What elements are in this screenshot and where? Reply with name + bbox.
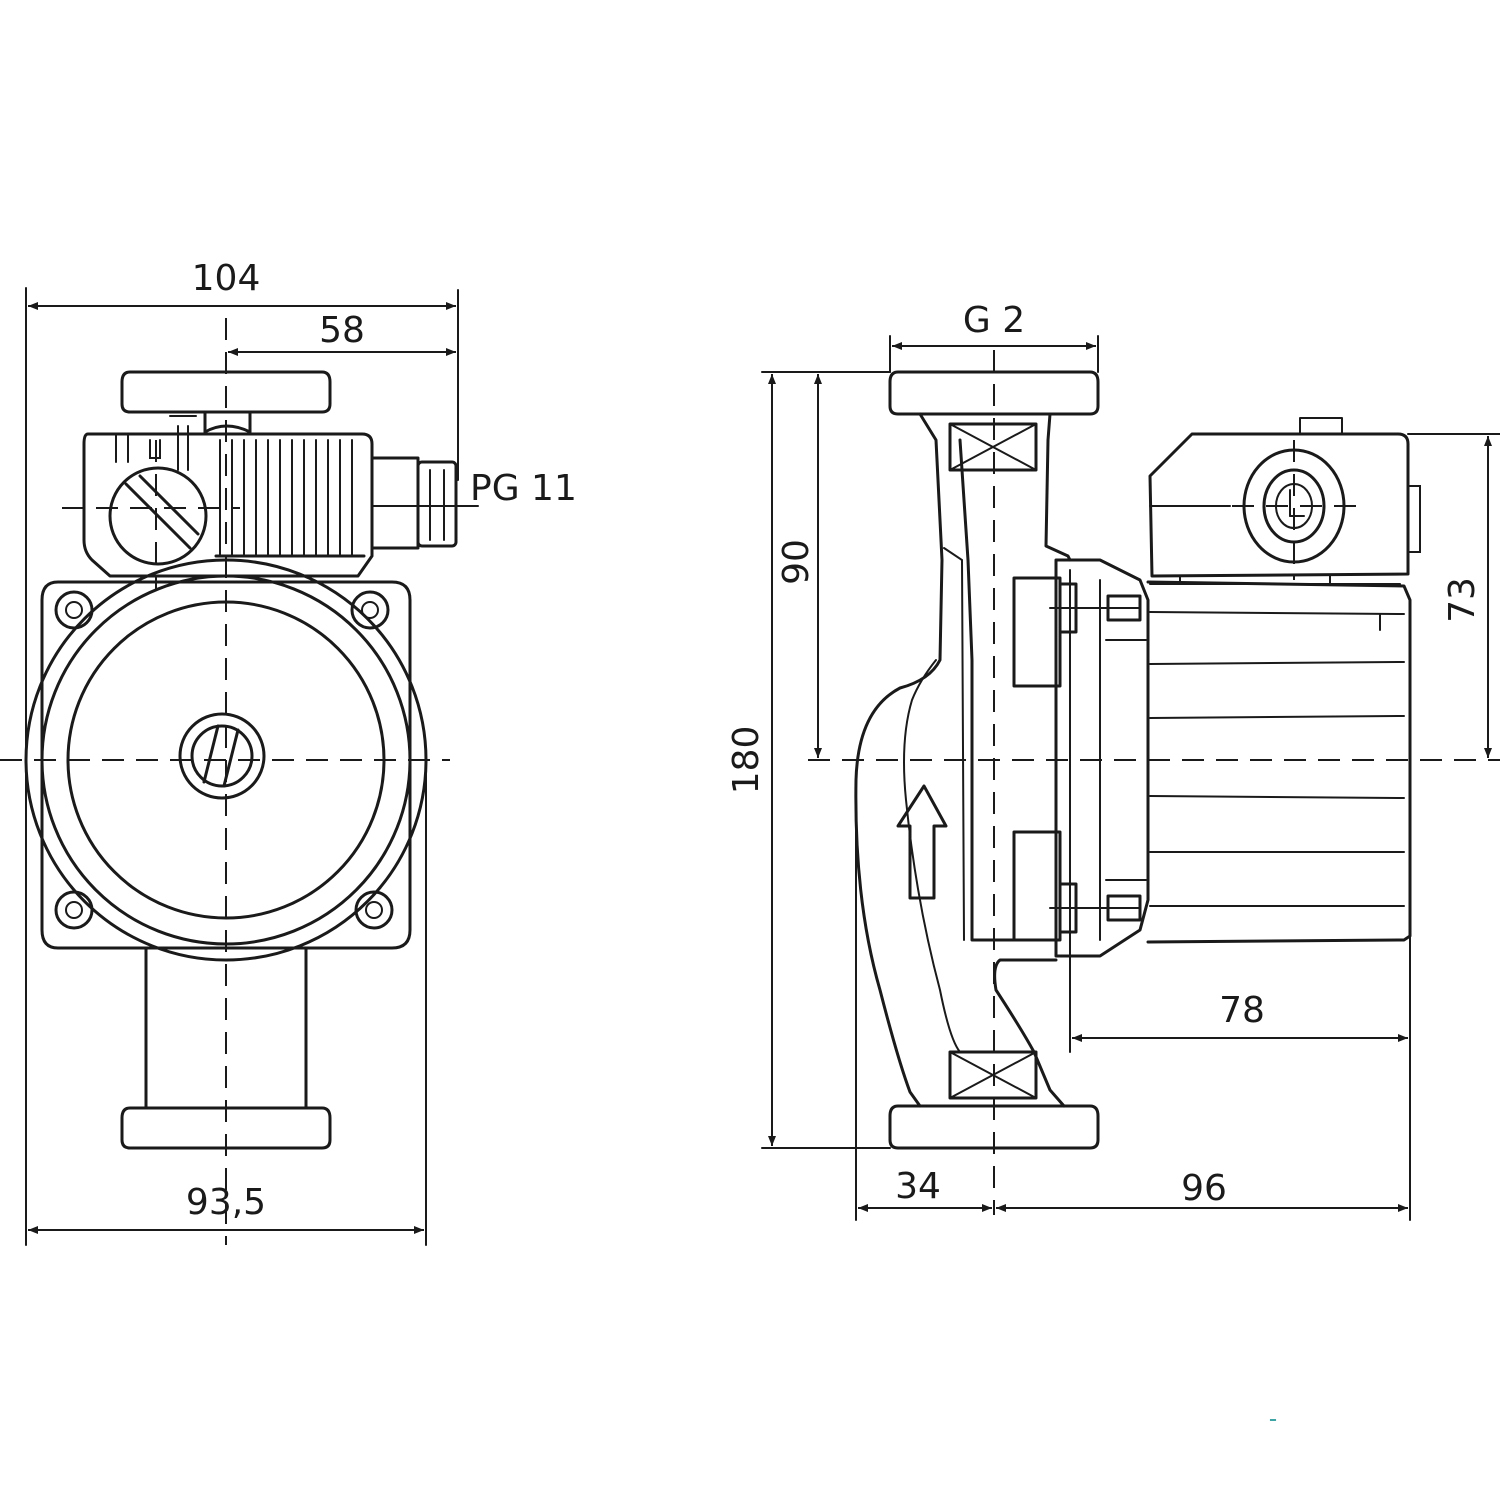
dimension-label-34: 34 — [895, 1166, 941, 1207]
side-motor-can — [1146, 580, 1412, 944]
dimension-label-180: 180 — [726, 726, 767, 795]
side-volute-inner — [903, 659, 961, 1053]
side-motor-fins — [1149, 611, 1405, 907]
speed-selector-knob-icon — [62, 440, 240, 590]
upper-nut-icon — [948, 422, 1038, 472]
dimension-label-58: 58 — [319, 310, 365, 351]
front-bolt-top-left-icon — [54, 590, 94, 630]
lower-nut-icon — [948, 1050, 1038, 1100]
side-flange-screw-bottom-icon — [1049, 882, 1142, 934]
side-view: G 2 180 90 73 78 34 96 — [726, 300, 1500, 1221]
front-lower-pipe — [144, 946, 308, 1110]
side-bottom-flange — [888, 1104, 1100, 1150]
side-volute-neck — [943, 547, 965, 941]
cable-gland-label: PG 11 — [470, 468, 577, 509]
side-flange-screw-top-icon — [1049, 582, 1142, 634]
side-terminal-box — [1148, 432, 1410, 578]
front-top-neck — [203, 410, 252, 434]
side-terminal-box-details — [1149, 417, 1421, 585]
front-housing-plate — [40, 580, 412, 950]
dimension-label-93-5: 93,5 — [186, 1182, 266, 1223]
side-cable-gland-icon — [1232, 440, 1360, 580]
front-bolt-top-right-icon — [350, 590, 390, 630]
front-housing-ring-inner — [66, 600, 386, 920]
front-view: 104 58 PG 11 93,5 — [0, 258, 577, 1246]
dimension-label-90: 90 — [776, 539, 817, 585]
side-flange-step — [1012, 576, 1062, 942]
dimension-label-78: 78 — [1219, 990, 1265, 1031]
front-bolt-bottom-left-icon — [54, 890, 94, 930]
front-bolt-bottom-right-icon — [354, 890, 394, 930]
front-top-flange — [120, 370, 332, 414]
dimension-label-g2: G 2 — [963, 300, 1025, 341]
cable-gland — [370, 456, 479, 550]
vent-screw-icon — [178, 712, 266, 800]
dimension-label-104: 104 — [192, 258, 261, 299]
front-terminal-box — [82, 432, 374, 578]
dimension-label-73: 73 — [1442, 577, 1483, 623]
flow-direction-arrow-icon — [896, 784, 948, 900]
side-top-flange — [888, 370, 1100, 416]
front-housing-ring-mid — [40, 574, 412, 946]
front-terminal-ribs — [214, 439, 366, 558]
front-bottom-flange — [120, 1106, 332, 1150]
side-motor-flange-inner — [1069, 569, 1147, 947]
dimension-label-96: 96 — [1181, 1168, 1227, 1209]
